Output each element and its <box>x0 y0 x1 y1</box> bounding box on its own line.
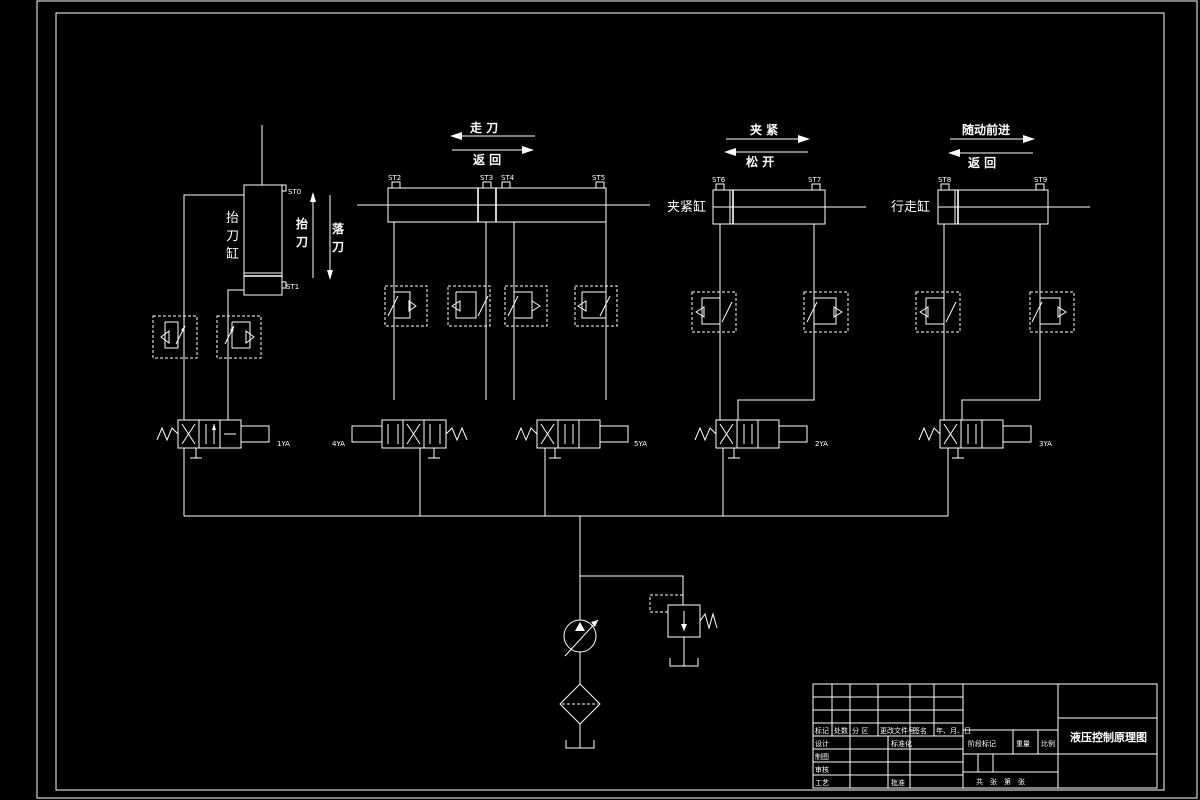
filter <box>559 683 601 749</box>
clamp-cylinder: ST6 ST7 夹紧缸 夹 紧 松 开 <box>667 122 866 420</box>
tb-process: 工艺 <box>815 779 829 787</box>
tb-draw: 制图 <box>815 752 829 761</box>
travel-cylinder: ST8 ST9 行走缸 随动前进 返 回 <box>891 122 1090 420</box>
switch-st8: ST8 <box>938 176 951 184</box>
tb-standardize: 标准化 <box>891 739 912 748</box>
follow-forward-label: 随动前进 <box>962 122 1010 137</box>
tb-date: 年、月、日 <box>936 726 971 735</box>
clamp-label: 夹 紧 <box>750 122 778 137</box>
tb-zone: 分 区 <box>852 726 868 735</box>
tb-sheets: 共 张 第 张 <box>976 777 1025 786</box>
directional-valve-1ya: 1YA <box>156 419 290 459</box>
switch-st2: ST2 <box>388 174 401 182</box>
title-block: 标记 处数 分 区 更改文件号 签名 年、月、日 设计 标准化 制图 审核 工艺… <box>812 683 1158 789</box>
travel-throttle-valve-right <box>1029 291 1075 333</box>
lift-down-char1: 落 <box>332 221 345 236</box>
tb-check: 审核 <box>815 765 829 774</box>
tb-approve: 批准 <box>891 778 905 787</box>
solenoid-1ya: 1YA <box>277 440 290 448</box>
switch-st4: ST4 <box>501 174 515 182</box>
travel-throttle-valve-left <box>915 291 961 333</box>
lift-up-char1: 抬 <box>296 216 308 231</box>
walk-throttle-valve-3 <box>504 285 548 327</box>
switch-st1: ST1 <box>286 283 299 291</box>
solenoid-5ya: 5YA <box>634 440 647 448</box>
drawing-title: 液压控制原理图 <box>1070 730 1147 744</box>
lift-cyl-char1: 抬 <box>226 211 239 226</box>
outer-border <box>36 0 1198 799</box>
switch-st5: ST5 <box>592 174 605 182</box>
tb-weight: 重量 <box>1016 740 1030 748</box>
lift-cylinder: ST0 ST1 抬 刀 缸 抬 刀 落 刀 <box>183 125 345 420</box>
clamp-throttle-valve-left <box>691 291 737 333</box>
walk-throttle-valve-4 <box>574 285 618 327</box>
release-label: 松 开 <box>746 154 774 169</box>
variable-pump <box>563 619 599 684</box>
clamp-cylinder-label: 夹紧缸 <box>667 199 706 215</box>
directional-valve-3ya: 3YA <box>918 419 1052 459</box>
solenoid-4ya: 4YA <box>332 440 345 448</box>
switch-st3: ST3 <box>480 174 493 182</box>
travel-cylinder-label: 行走缸 <box>891 199 930 215</box>
solenoid-3ya: 3YA <box>1039 440 1052 448</box>
lift-up-char2: 刀 <box>296 235 308 249</box>
directional-valve-5ya: 5YA <box>515 419 647 459</box>
tb-change-doc: 更改文件号 <box>880 726 915 735</box>
lift-cyl-char2: 刀 <box>226 229 239 244</box>
tb-scale: 比例 <box>1041 739 1055 748</box>
relief-valve <box>649 594 718 667</box>
directional-valve-4ya: 4YA <box>332 419 468 459</box>
tb-count: 处数 <box>834 726 848 735</box>
walk-throttle-valve-2 <box>447 285 491 327</box>
solenoid-2ya: 2YA <box>815 440 828 448</box>
lift-down-char2: 刀 <box>332 240 344 254</box>
lift-throttle-valve-right <box>216 315 262 359</box>
walk-forward-label: 走 刀 <box>470 120 498 135</box>
switch-st0: ST0 <box>288 188 301 196</box>
tb-sign: 签名 <box>913 726 927 735</box>
lift-throttle-valve-left <box>152 315 198 359</box>
switch-st6: ST6 <box>712 176 726 184</box>
switch-st9: ST9 <box>1034 176 1047 184</box>
clamp-throttle-valve-right <box>803 291 849 333</box>
inner-border <box>55 12 1165 791</box>
follow-back-label: 返 回 <box>968 155 996 170</box>
walk-cylinder: ST2 ST3 ST4 ST5 走 刀 返 回 <box>357 120 650 400</box>
pressure-manifold <box>183 448 949 620</box>
directional-valve-2ya: 2YA <box>694 419 828 459</box>
switch-st7: ST7 <box>808 176 821 184</box>
walk-throttle-valve-1 <box>384 285 428 327</box>
walk-back-label: 返 回 <box>473 152 501 167</box>
tb-design: 设计 <box>815 739 829 748</box>
tb-stage-mark: 阶段标记 <box>968 739 996 748</box>
tb-mark: 标记 <box>815 726 829 735</box>
lift-cyl-char3: 缸 <box>226 246 239 262</box>
